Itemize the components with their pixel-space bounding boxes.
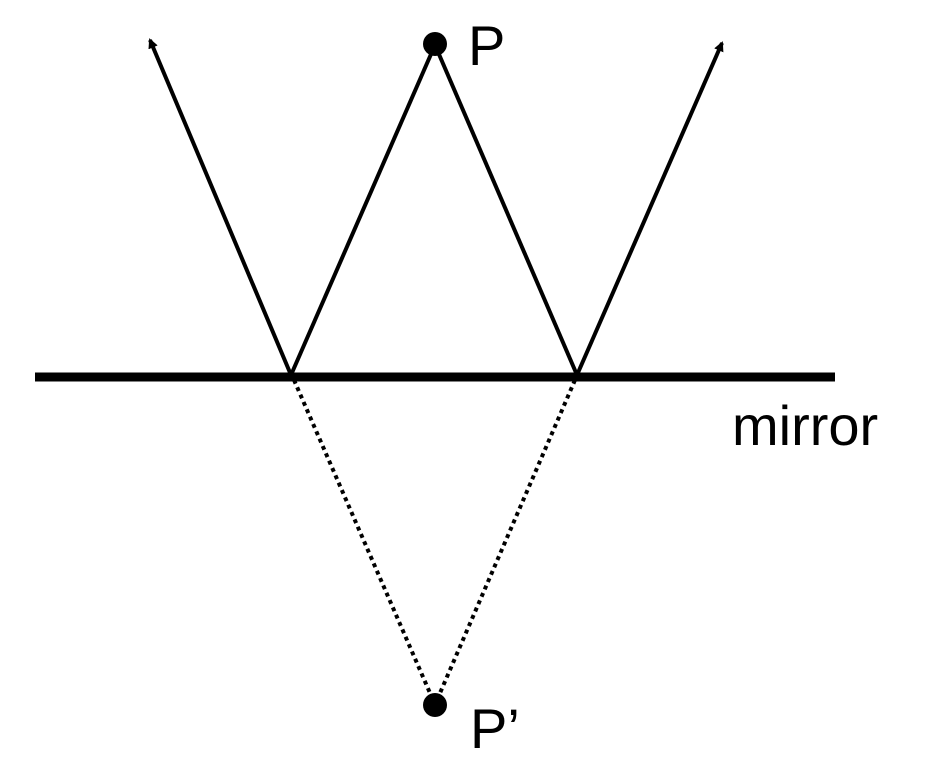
- reflected-ray-left: [148, 38, 293, 376]
- incident-ray-left: [289, 44, 437, 376]
- object-label: P: [468, 14, 505, 77]
- object-point: [423, 32, 447, 56]
- mirror-label: mirror: [732, 394, 878, 457]
- virtual-ray-right: [435, 379, 577, 701]
- virtual-ray-left: [292, 379, 435, 701]
- incident-ray-right: [433, 44, 579, 376]
- image-label: P’: [470, 697, 520, 760]
- image-point: [423, 693, 447, 717]
- reflected-ray-right: [575, 41, 724, 376]
